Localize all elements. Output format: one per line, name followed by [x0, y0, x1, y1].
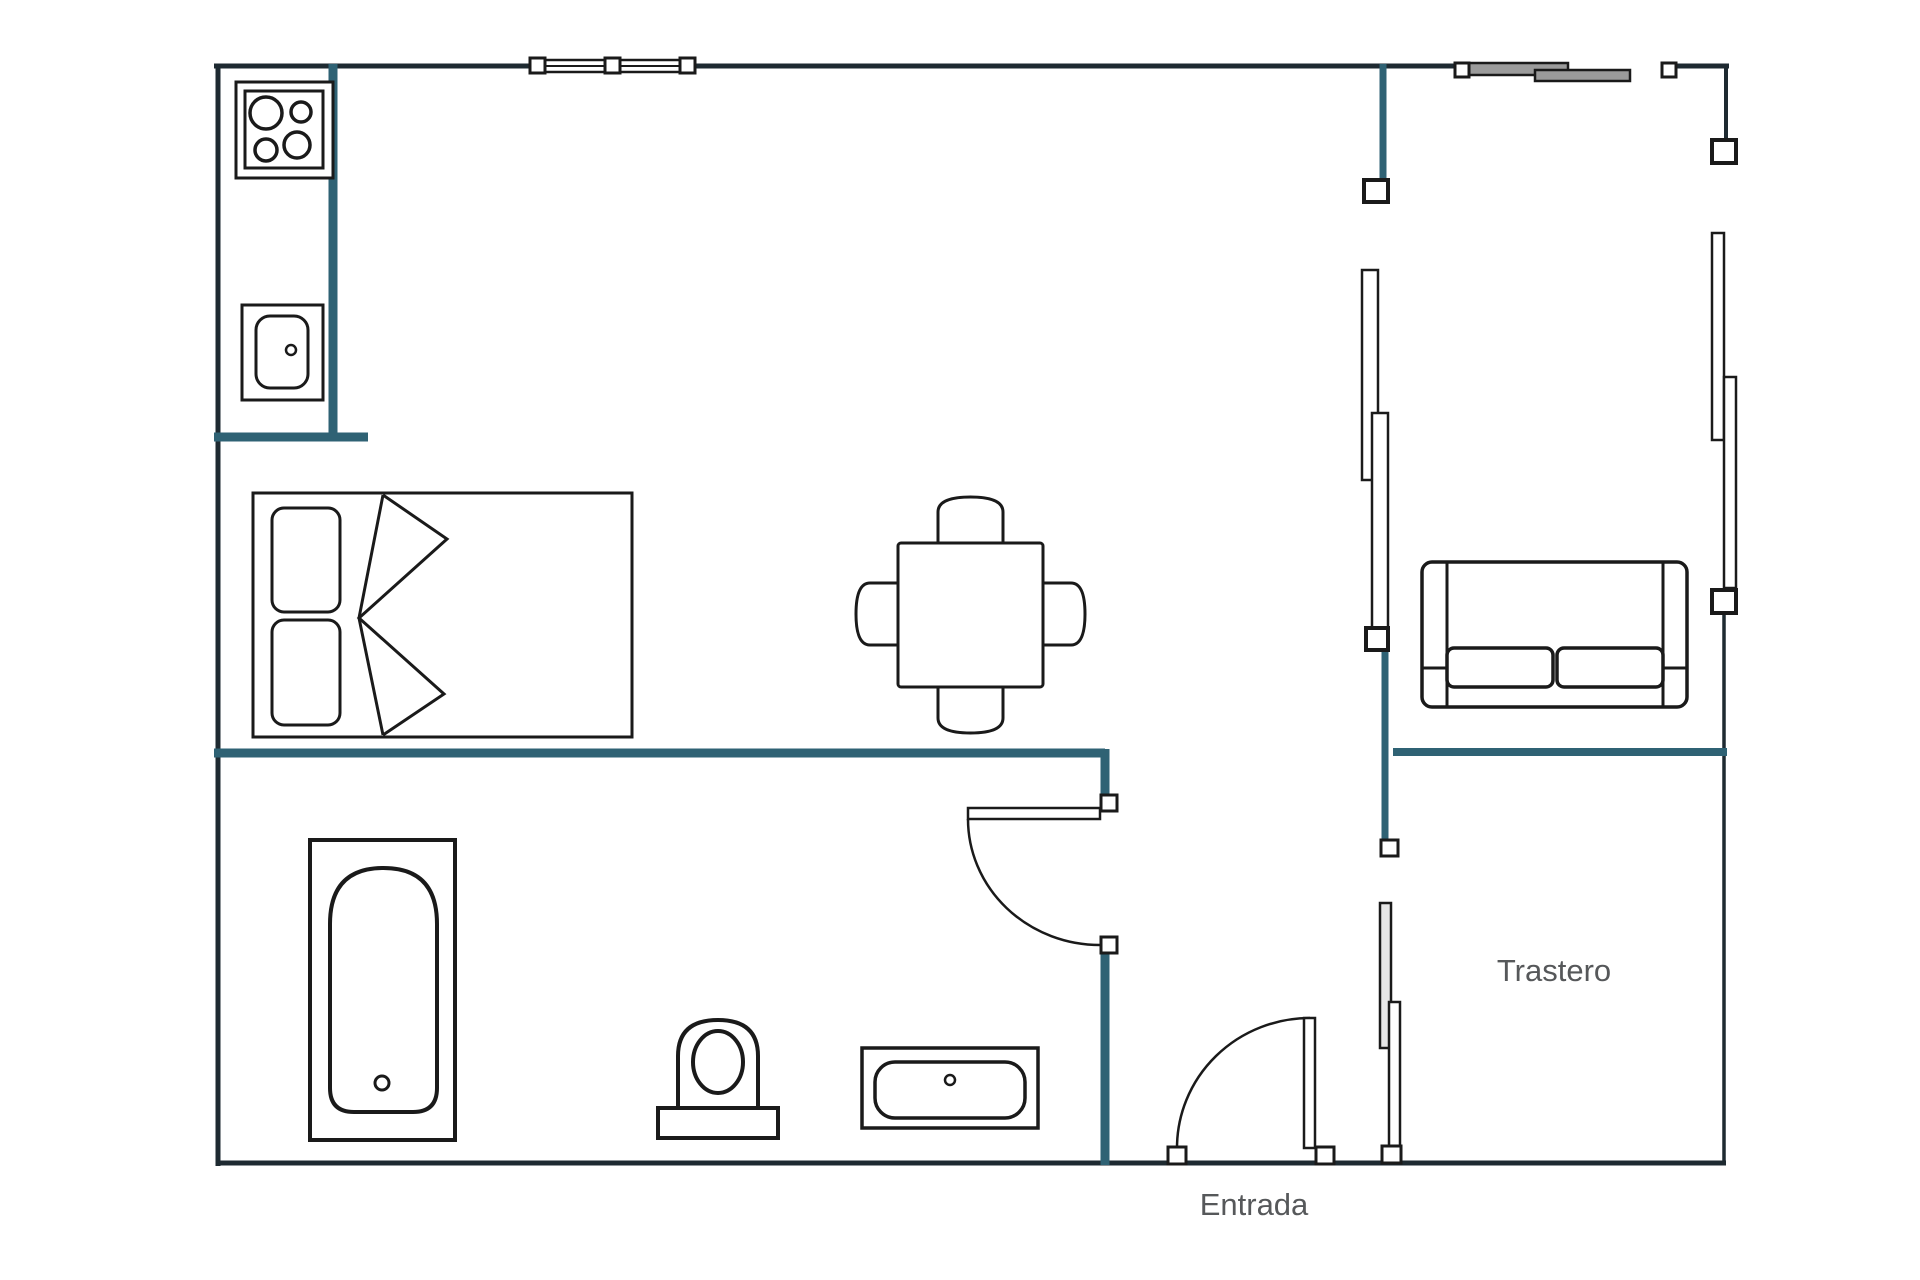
sofa — [1420, 560, 1689, 709]
sliding-door-top-right — [1466, 61, 1632, 83]
wall-nodes — [1099, 61, 1738, 1166]
stove — [234, 80, 335, 180]
outer-walls — [214, 63, 1729, 1166]
window-top — [528, 56, 697, 75]
sliding-door-right-wall — [1710, 231, 1738, 590]
swing-door-bathroom — [966, 806, 1102, 947]
bathroom-sink — [860, 1046, 1040, 1130]
toilet — [656, 1017, 780, 1140]
dining-table-set — [854, 495, 1087, 735]
room-label-entrada: Entrada — [1199, 1187, 1309, 1222]
sliding-door-middle — [1360, 268, 1390, 630]
kitchen-sink — [240, 303, 325, 402]
room-label-trastero: Trastero — [1496, 953, 1612, 988]
sliding-door-trastero — [1378, 901, 1402, 1148]
bed — [251, 491, 634, 739]
swing-door-entrance — [1175, 1016, 1317, 1150]
bathtub — [308, 838, 457, 1142]
